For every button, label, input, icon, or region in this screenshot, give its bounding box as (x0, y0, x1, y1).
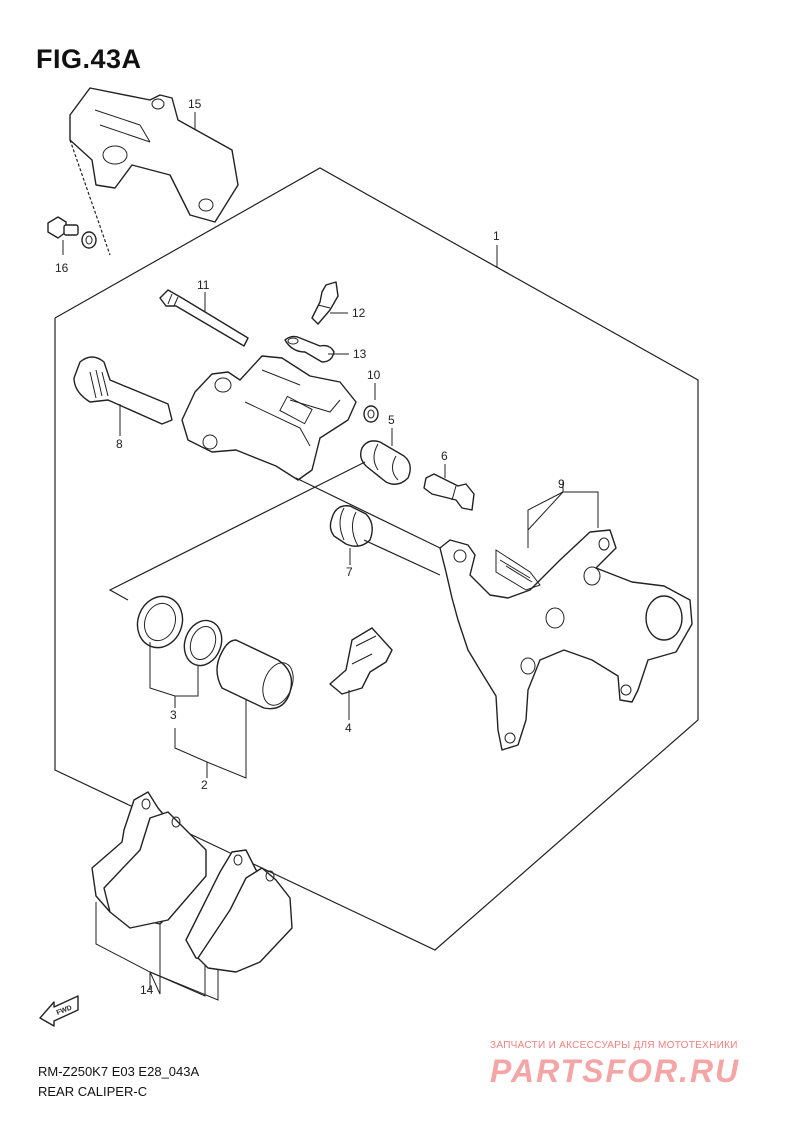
assembly-boundary (54, 167, 699, 951)
model-code: RM-Z250K7 E03 E28_043A (38, 1064, 200, 1079)
callout-3: 3 (170, 708, 177, 722)
callout-11: 11 (197, 278, 210, 292)
part-16-bolt[interactable] (47, 216, 97, 249)
part-8-pin-bolt[interactable] (73, 356, 173, 425)
figure-title: FIG.43A (36, 44, 142, 74)
callout-1: 1 (493, 229, 500, 243)
part-14-brake-pads[interactable] (91, 791, 293, 973)
part-7-boot[interactable] (329, 505, 373, 547)
callout-2: 2 (201, 778, 208, 792)
forward-arrow-icon: FWD (39, 995, 79, 1027)
callout-9: 9 (558, 477, 565, 491)
callout-4: 4 (345, 721, 352, 735)
callout-12: 12 (352, 306, 366, 320)
part-4-spring[interactable] (329, 627, 393, 695)
part-10-washer[interactable] (363, 405, 379, 423)
part-3-seals[interactable] (130, 590, 227, 671)
assembly-name: REAR CALIPER-C (38, 1084, 148, 1099)
axis-line-piston (108, 461, 366, 601)
part-5-boot[interactable] (359, 440, 411, 485)
part-12-bleeder[interactable] (311, 281, 339, 325)
callout-5: 5 (388, 413, 395, 427)
part-9-caliper-bracket[interactable] (439, 529, 693, 751)
part-6-pin[interactable] (423, 473, 475, 511)
callout-6: 6 (441, 449, 448, 463)
callout-16: 16 (55, 261, 69, 275)
part-11-pin[interactable] (159, 289, 249, 347)
axis-line-boot (363, 539, 441, 576)
watermark-brand: PARTSFOR.RU (490, 1053, 741, 1089)
part-13-cap[interactable] (284, 335, 335, 363)
axis-line-bracket (295, 477, 441, 549)
callout-8: 8 (116, 437, 123, 451)
callout-13: 13 (353, 347, 367, 361)
part-2-piston[interactable] (216, 639, 299, 710)
callout-10: 10 (367, 368, 381, 382)
callout-7: 7 (346, 565, 353, 579)
caliper-body[interactable] (181, 355, 357, 481)
callout-15: 15 (188, 97, 202, 111)
part-15-bracket[interactable] (69, 87, 239, 256)
callout-14: 14 (140, 983, 154, 997)
watermark-tagline: ЗАПЧАСТИ И АКСЕССУАРЫ ДЛЯ МОТОТЕХНИКИ (490, 1040, 738, 1051)
